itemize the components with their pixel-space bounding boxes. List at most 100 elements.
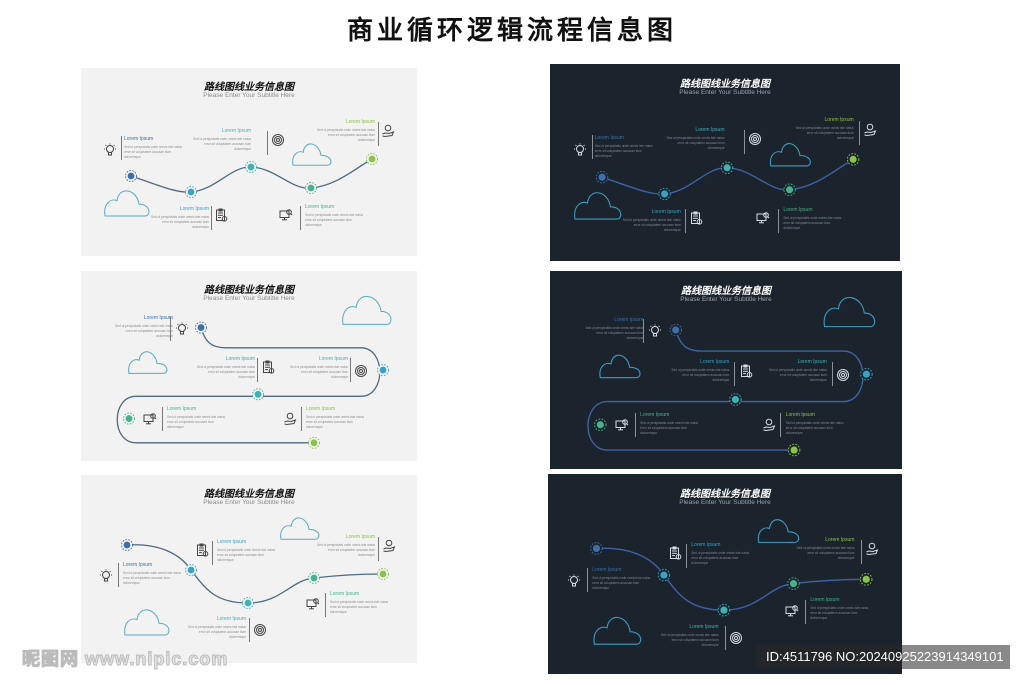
roadmap-graphic <box>116 296 392 449</box>
step-description: Sed ut perspiciatis unde omnis iste natu… <box>217 548 275 562</box>
step-heading: Lorem Ipsum <box>143 315 173 322</box>
roadmap-node-4 <box>308 572 320 584</box>
step-heading: Lorem Ipsum <box>305 204 335 210</box>
roadmap-node-3 <box>242 597 254 609</box>
roadmap-line <box>116 327 381 444</box>
cloud-decoration <box>104 190 150 217</box>
step-heading: Lorem Ipsum <box>306 406 336 413</box>
step-divider <box>212 541 213 565</box>
step-description: Sed ut perspiciatis unde omnis iste natu… <box>666 135 725 150</box>
roadmap-node-5 <box>377 568 389 580</box>
panel-subtitle: Please Enter Your Subtitle Here <box>680 295 772 303</box>
monitor-search-icon <box>756 211 770 223</box>
clipboard-icon <box>670 546 682 560</box>
roadmap-node-1 <box>669 323 682 337</box>
roadmap-line <box>587 329 864 451</box>
monitor-search-icon <box>143 413 157 425</box>
step-heading: Lorem Ipsum <box>167 406 197 413</box>
lightbulb-icon <box>649 324 662 337</box>
step-divider <box>121 136 122 160</box>
roadmap-node-2 <box>185 186 197 198</box>
step-heading: Lorem Ipsum <box>221 128 251 134</box>
step-description: Sed ut perspiciatis unde omnis iste natu… <box>785 421 844 436</box>
roadmap-graphic <box>121 517 389 636</box>
panel-subtitle: Please Enter Your Subtitle Here <box>203 499 295 507</box>
hand-coin-icon <box>284 413 297 426</box>
monitor-search-icon <box>306 598 320 610</box>
cloud-decoration <box>769 143 811 167</box>
step-heading: Lorem Ipsum <box>124 136 154 142</box>
step-heading: Lorem Ipsum <box>594 135 624 142</box>
hand-coin-icon <box>866 542 879 556</box>
step-divider <box>350 357 351 382</box>
step-heading: Lorem Ipsum <box>216 616 246 622</box>
lightbulb-icon <box>176 322 188 335</box>
panel-title: 路线图线业务信息图 <box>680 78 770 90</box>
step-divider <box>118 563 119 587</box>
step-divider <box>686 544 688 569</box>
hand-coin-icon <box>863 123 876 136</box>
step-description: Sed ut perspiciatis unde omnis iste natu… <box>810 606 869 621</box>
step-divider <box>591 135 593 160</box>
step-heading: Lorem Ipsum <box>123 562 153 568</box>
target-icon <box>355 364 367 377</box>
panel-title: 路线图线业务信息图 <box>204 82 294 94</box>
target-icon <box>748 133 761 146</box>
step-description: Sed ut perspiciatis unde omnis iste natu… <box>795 126 854 141</box>
roadmap-node-1 <box>121 539 133 551</box>
step-heading: Lorem Ipsum <box>824 117 854 124</box>
panel-title: 路线图线业务信息图 <box>680 489 770 500</box>
step-description: Sed ut perspiciatis unde omnis iste natu… <box>622 217 681 232</box>
step-description: Sed ut perspiciatis unde omnis iste natu… <box>306 415 364 430</box>
step-heading: Lorem Ipsum <box>345 119 375 125</box>
step-heading: Lorem Ipsum <box>330 591 360 597</box>
cloud-decoration <box>574 192 622 220</box>
step-heading: Lorem Ipsum <box>592 566 622 573</box>
step-divider <box>685 208 687 233</box>
step-heading: Lorem Ipsum <box>691 542 721 549</box>
step-divider <box>831 361 833 386</box>
step-description: Sed ut perspiciatis unde omnis iste natu… <box>124 145 182 159</box>
step-divider <box>860 539 862 564</box>
roadmap-node-3 <box>729 393 742 406</box>
step-heading: Lorem Ipsum <box>318 355 348 362</box>
clipboard-icon <box>740 364 752 378</box>
panel-subtitle: Please Enter Your Subtitle Here <box>203 92 295 100</box>
step-description: Sed ut perspiciatis unde omnis iste natu… <box>123 571 181 585</box>
step-description: Sed ut perspiciatis unde omnis iste natu… <box>594 144 653 159</box>
cloud-decoration <box>823 297 876 328</box>
step-heading: Lorem Ipsum <box>810 597 840 604</box>
panel-title: 路线图线业务信息图 <box>681 285 771 297</box>
lightbulb-icon <box>100 569 112 582</box>
step-divider <box>378 537 379 561</box>
step-divider <box>805 599 807 624</box>
roadmap-node-1 <box>195 321 207 334</box>
roadmap-node-4 <box>305 182 317 194</box>
monitor-search-icon <box>615 419 629 431</box>
monitor-search-icon <box>279 209 293 221</box>
step-description: Sed ut perspiciatis unde omnis iste natu… <box>691 551 750 566</box>
roadmap-node-3 <box>717 603 731 617</box>
cloud-decoration <box>280 517 320 540</box>
panel-title: 路线图线业务信息图 <box>204 285 294 297</box>
roadmap-node-3 <box>245 161 257 173</box>
step-divider <box>780 413 782 438</box>
